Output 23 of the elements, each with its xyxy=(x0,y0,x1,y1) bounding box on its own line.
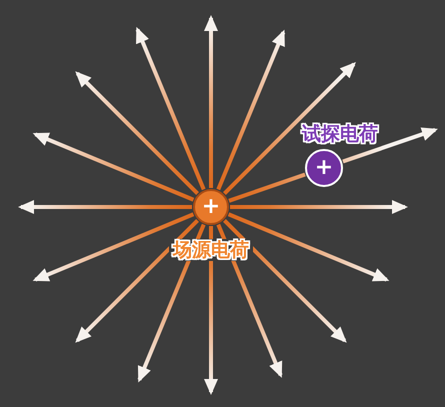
arrow xyxy=(216,224,282,378)
arrow xyxy=(216,30,286,190)
plus-sign: + xyxy=(314,157,334,179)
line xyxy=(228,172,306,203)
arrow xyxy=(18,200,192,214)
arrow xyxy=(138,224,206,383)
arrow xyxy=(75,71,199,195)
arrow xyxy=(228,212,390,282)
charge-label: 场源电荷 xyxy=(169,239,253,261)
arrow xyxy=(342,127,438,164)
arrow xyxy=(32,132,194,202)
arrow xyxy=(204,15,218,188)
arrow xyxy=(75,219,199,343)
arrow xyxy=(204,226,218,395)
plus-sign: + xyxy=(202,196,220,218)
arrow xyxy=(136,26,206,190)
arrow xyxy=(32,212,194,282)
arrow xyxy=(223,62,356,195)
test-charge xyxy=(305,149,343,187)
arrow xyxy=(230,200,408,214)
arrow xyxy=(223,219,347,343)
source-charge xyxy=(193,189,229,225)
charge-label: 试探电荷 xyxy=(302,123,378,145)
